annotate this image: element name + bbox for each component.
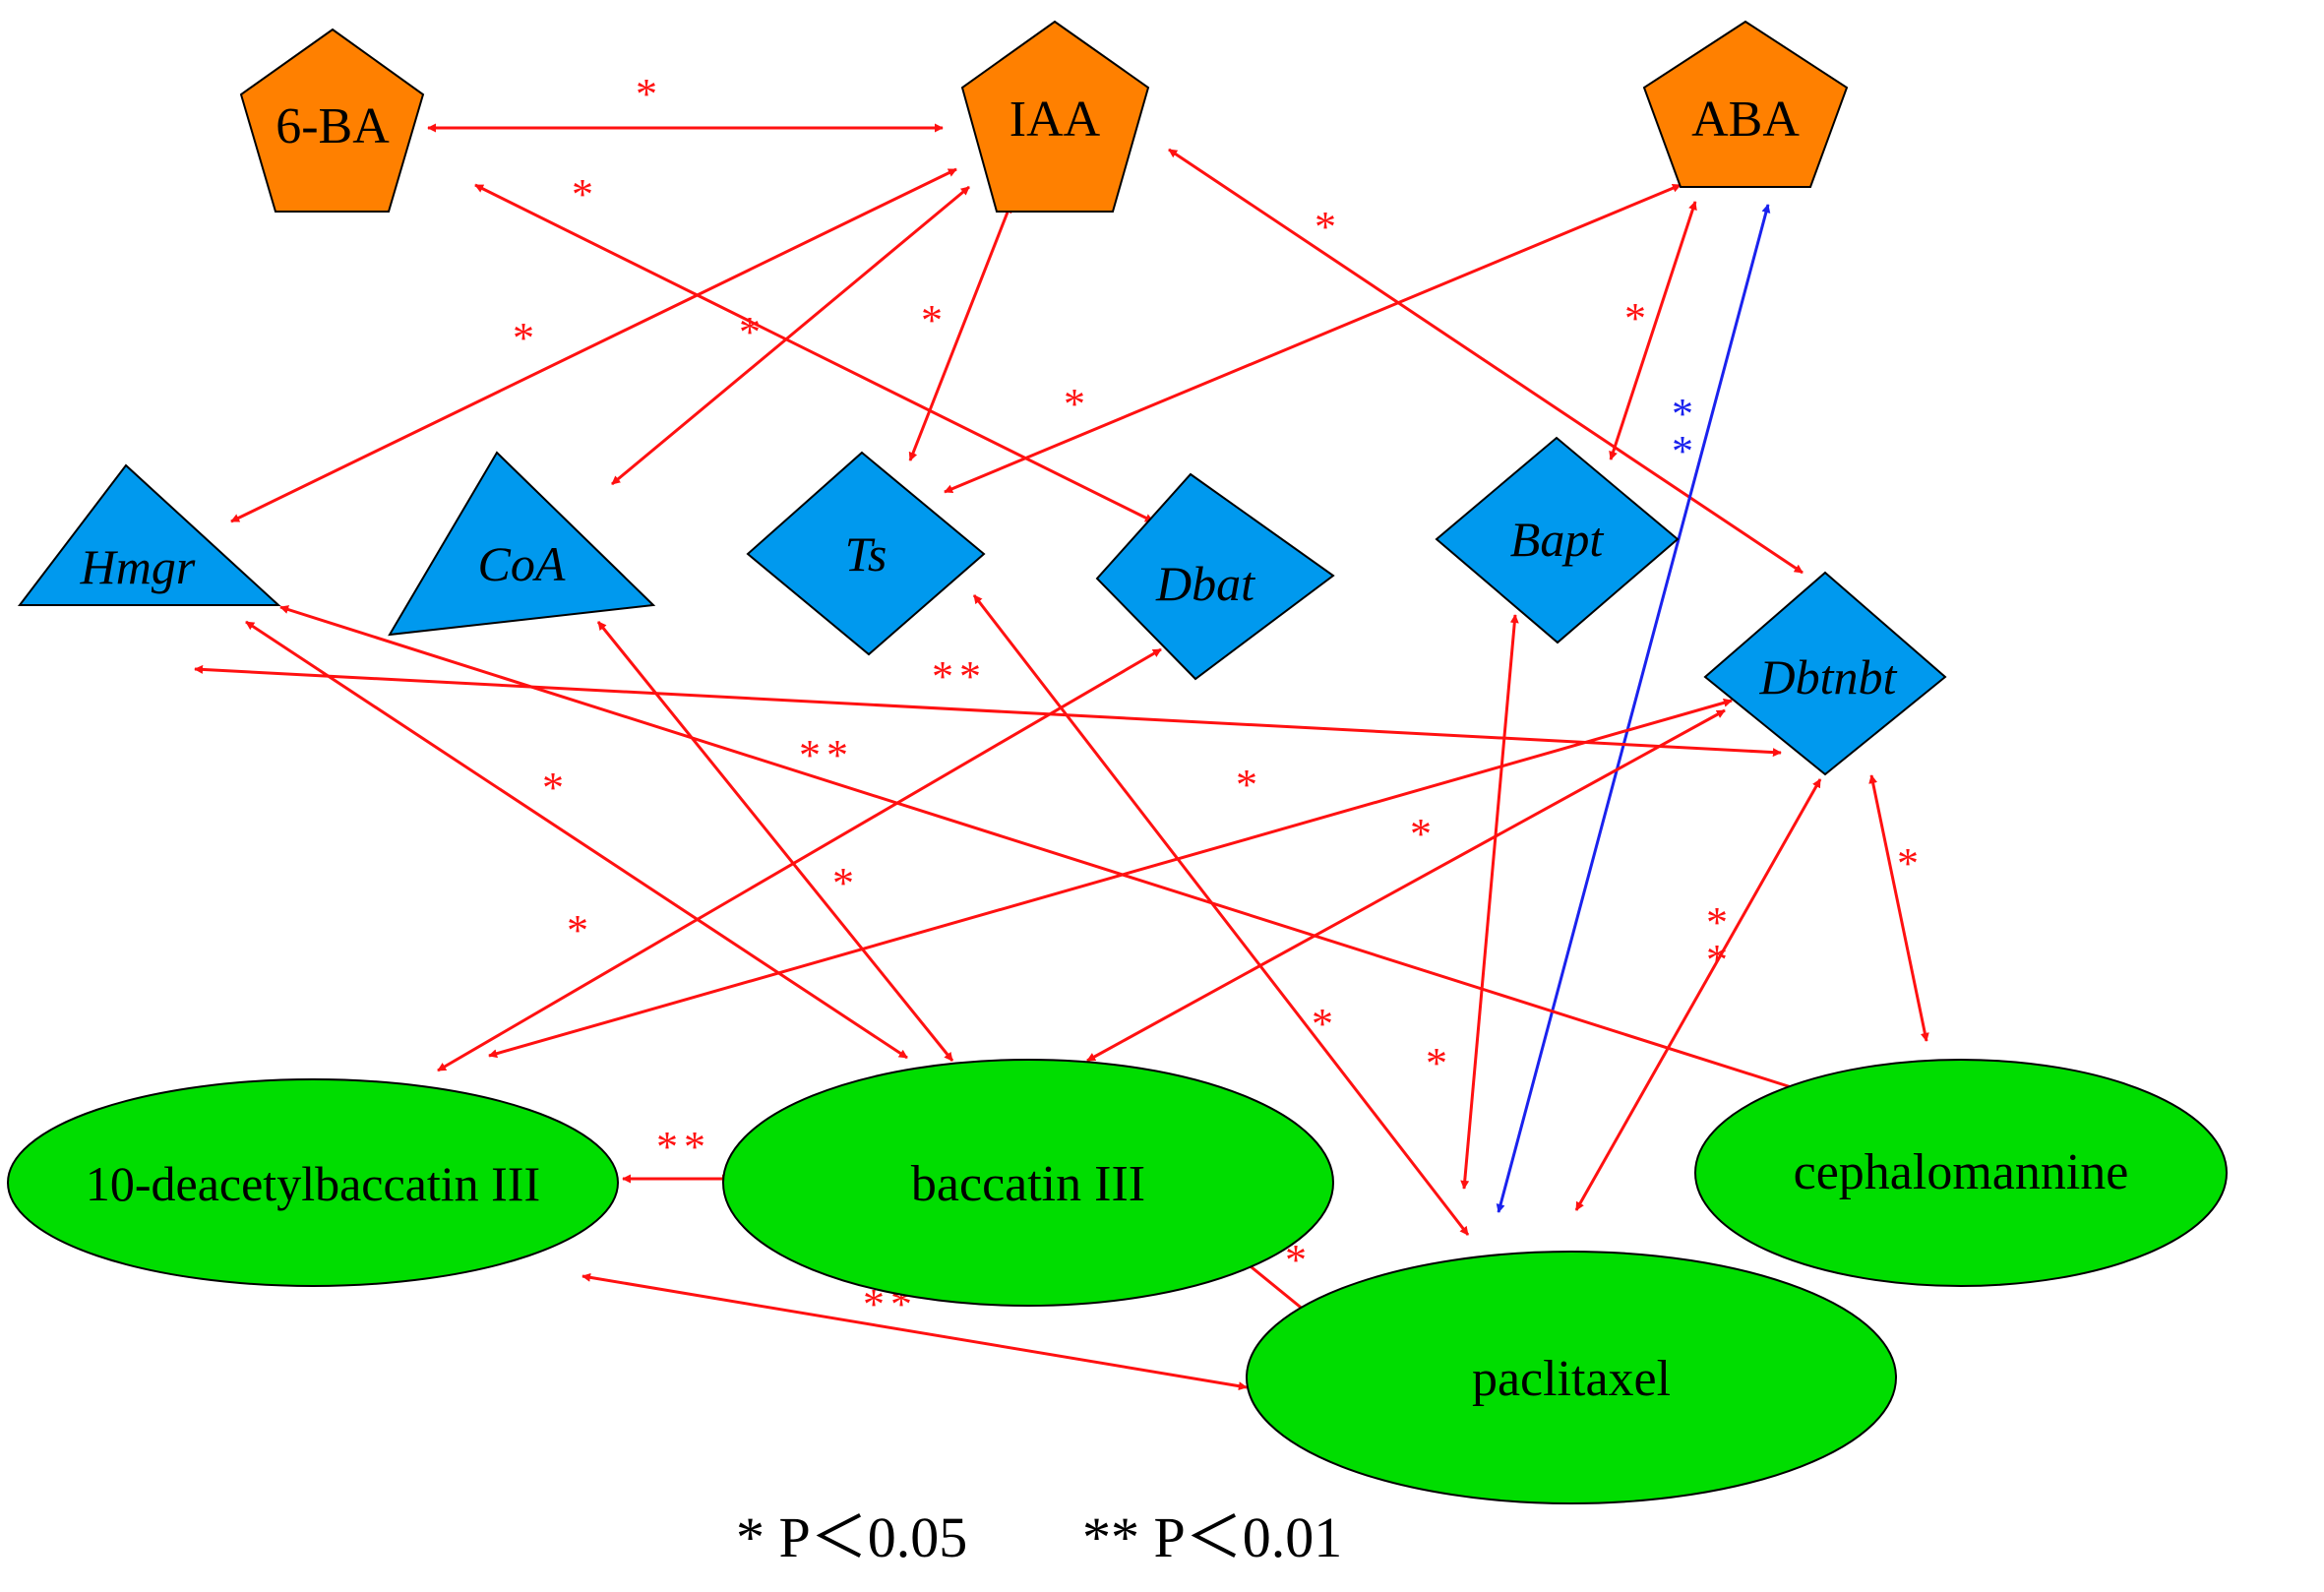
edge-significance-mark: * (1672, 427, 1693, 475)
gene-diamond (1435, 436, 1680, 644)
edge-significance-label: * (1064, 380, 1091, 428)
node-label: paclitaxel (1472, 1351, 1671, 1407)
edges-layer: ***************************** (194, 70, 1929, 1391)
edge-line (437, 647, 1162, 1072)
edge-hmgr-dbtnbt: ** (194, 652, 1782, 758)
edge-significance-mark: * (1706, 936, 1728, 984)
edge-significance-label: * (1410, 810, 1437, 858)
edge-line (611, 185, 970, 486)
hormone-pentagon (1642, 20, 1849, 188)
edge-line (245, 620, 908, 1060)
edge-significance-label: * (921, 296, 948, 344)
node-aba: ABA (1642, 20, 1849, 188)
node-hmgr: Hmgr (17, 463, 281, 606)
edge-significance-label: ** (799, 731, 854, 779)
node-coa: CoA (388, 451, 656, 637)
edge-hmgr-bac: * (245, 620, 908, 1060)
node-dbtnbt: Dbtnbt (1703, 571, 1947, 776)
edge-significance-label: * (567, 906, 594, 954)
edge-dbtnbt-cep: * (1868, 774, 1929, 1042)
node-10-deacetylbaccatin-iii: 10-deacetylbaccatin III (7, 1078, 619, 1287)
edge-dbtnbt-dab: * (488, 698, 1733, 1059)
edge-significance-label: * (739, 308, 766, 356)
metabolite-ellipse (722, 1059, 1334, 1307)
legend-single-star: * P＜0.05 (736, 1505, 967, 1569)
edge-significance-label: * (1897, 839, 1925, 888)
edge-line (194, 664, 1782, 758)
edge-significance-label: ** (656, 1123, 711, 1171)
edge-significance-label: * (1312, 1000, 1339, 1048)
edge-bapt-pac: * (1426, 614, 1519, 1190)
legend-double-star: ** P＜0.01 (1082, 1505, 1342, 1569)
node-label: 10-deacetylbaccatin III (86, 1156, 540, 1211)
edge-significance-mark: * (1706, 898, 1728, 947)
gene-diamond (1703, 571, 1947, 776)
node-bapt: Bapt (1435, 436, 1680, 644)
edge-significance-label: * (572, 170, 599, 218)
node-label: baccatin III (911, 1156, 1145, 1212)
edge-aba-pac: ** (1496, 204, 1771, 1213)
node-iaa: IAA (960, 20, 1150, 213)
node-paclitaxel: paclitaxel (1246, 1251, 1897, 1504)
edge-dab-bac: ** (622, 1123, 731, 1184)
edge-line (1086, 708, 1726, 1063)
edge-significance-label: * (1426, 1039, 1453, 1087)
edge-line (1868, 774, 1929, 1042)
edge-dbat-dab: * (437, 647, 1162, 1072)
edge-significance-label: * (513, 314, 540, 362)
edge-iaa-coa: * (611, 185, 970, 486)
node-label: Hmgr (80, 539, 196, 594)
hormone-pentagon (960, 20, 1150, 213)
edge-line (1574, 778, 1822, 1211)
node-baccatin-iii: baccatin III (722, 1059, 1334, 1307)
edge-significance-label: * (1624, 294, 1652, 342)
node-label: 6-BA (275, 98, 390, 154)
edge-iaa-ts: * (908, 204, 1012, 461)
metabolite-ellipse (7, 1078, 619, 1287)
node-dbat: Dbat (1095, 472, 1335, 681)
edge-line (488, 698, 1733, 1059)
hormone-pentagon (239, 28, 425, 213)
edge-significance-label: * (542, 764, 570, 812)
node-label: cephalomannine (1794, 1144, 2129, 1200)
edge-line (581, 1272, 1248, 1391)
edge-line (596, 621, 954, 1062)
node-ts: Ts (746, 451, 986, 656)
edge-significance-mark: * (1672, 390, 1693, 438)
edge-line (1496, 204, 1771, 1213)
edge-significance-label: * (1285, 1236, 1313, 1284)
node-label: IAA (1009, 92, 1101, 148)
metabolite-ellipse (1694, 1059, 2228, 1287)
node-label: Bapt (1510, 512, 1605, 567)
gene-triangle (388, 451, 656, 637)
edge-line (1460, 614, 1519, 1190)
node-cephalomannine: cephalomannine (1694, 1059, 2228, 1287)
edge-line (944, 183, 1682, 494)
node-label: Dbat (1155, 556, 1255, 611)
edge-ba6-dbat: * (474, 170, 1154, 523)
node-label: ABA (1691, 92, 1800, 148)
edge-significance-label: * (1236, 761, 1263, 809)
gene-diamond (746, 451, 986, 656)
edge-significance-label: ** (932, 652, 987, 701)
edge-coa-bac: * (596, 621, 954, 1062)
gene-triangle (17, 463, 281, 606)
edge-significance-label: * (636, 70, 663, 118)
node-6-ba: 6-BA (239, 28, 425, 213)
metabolite-ellipse (1246, 1251, 1897, 1504)
edge-significance-label: * (832, 859, 860, 907)
node-label: Ts (845, 526, 887, 582)
edge-dbtnbt-bac: * (1086, 708, 1726, 1063)
edge-significance-label: * (1315, 203, 1342, 251)
edge-dbtnbt-pac: ** (1574, 778, 1822, 1211)
node-label: Dbtnbt (1759, 649, 1898, 704)
edge-ba6-iaa: * (427, 70, 944, 133)
gene-diamond (1095, 472, 1335, 681)
edge-aba-ts: * (944, 183, 1682, 494)
node-label: CoA (478, 536, 566, 591)
